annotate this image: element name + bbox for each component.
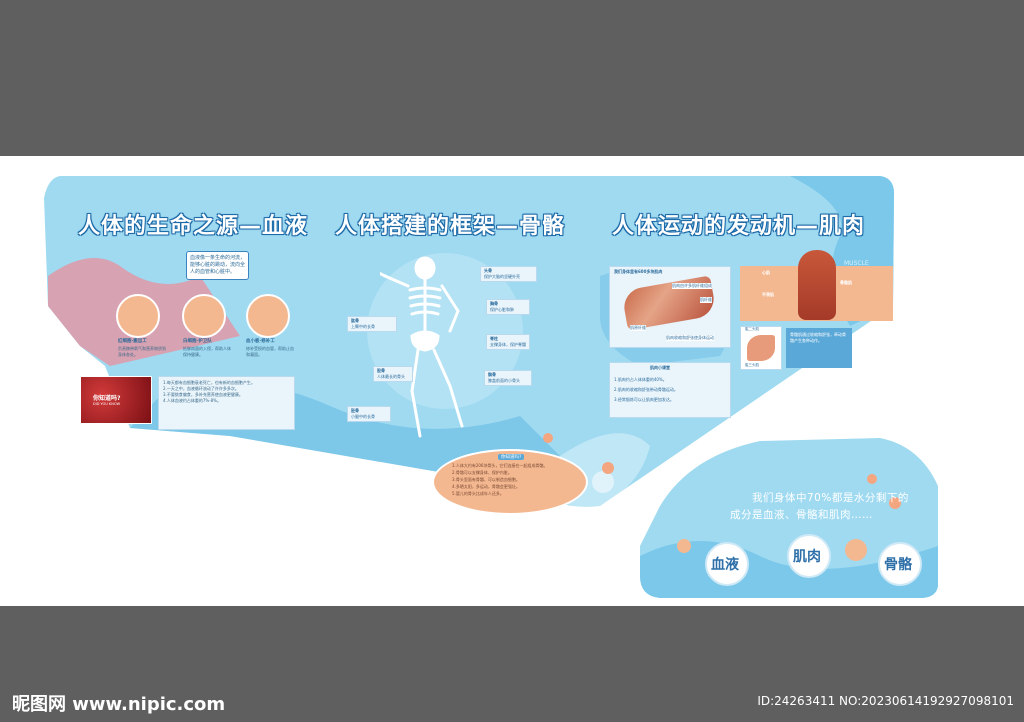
platelet-icon xyxy=(246,294,290,338)
white-cell-desc: 抵御病菌的入侵，帮助人体保持健康。 xyxy=(183,346,231,357)
summary-line-1: 我们身体中70%都是水分剩下的 xyxy=(752,492,909,504)
exhibit-canvas: 人体的生命之源—血液 人体搭建的框架—骨骼 人体运动的发动机—肌肉 血液像一条生… xyxy=(0,156,1024,606)
blood-fact-2: 2.一天之中，血液循环流动了许许多多次。 xyxy=(163,386,239,391)
red-cell-title: 红细胞·搬运工 xyxy=(118,339,147,344)
blood-fact-4: 4.人体血液约占体重的7%-8%。 xyxy=(163,398,221,403)
white-cell-title: 白细胞·护卫队 xyxy=(183,339,212,344)
muscle-diagram-title: 我们身体里有600多块肌肉 xyxy=(614,269,663,274)
muscle-diagram-box: 我们身体里有600多块肌肉 肌肉由许多肌纤维组成 肌纤维 肌原纤维 肌肉收缩和舒… xyxy=(609,266,731,348)
white-cell-icon xyxy=(182,294,226,338)
blood-bubble xyxy=(705,542,749,586)
photo-caption: 你知道吗? xyxy=(93,395,121,402)
photo-sub: DID YOU KNOW xyxy=(93,402,121,406)
bone-oval-fact-5: 5.婴儿的骨头比成年人还多。 xyxy=(452,491,504,496)
bone-bubble xyxy=(878,542,922,586)
bone-oval-fact-1: 1.人体大约有206块骨头，它们连接在一起组成骨骼。 xyxy=(452,463,548,468)
orange-dot-1 xyxy=(677,539,691,553)
blood-fact-1: 1.每天都有血细胞衰老死亡，也有新的血细胞产生。 xyxy=(163,380,255,385)
skeleton-illustration xyxy=(380,256,464,438)
title-blood: 人体的生命之源—血液 xyxy=(78,214,309,239)
title-muscle: 人体运动的发动机—肌肉 xyxy=(612,214,866,239)
platelet-title: 血小板·修补工 xyxy=(246,339,275,344)
summary-line-2: 成分是血液、骨骼和肌肉…… xyxy=(730,509,873,521)
red-cell-desc: 负责携带氧气和营养物质到身体各处。 xyxy=(118,346,166,357)
watermark-site: 昵图网 www.nipic.com xyxy=(12,694,226,715)
red-cell-icon xyxy=(116,294,160,338)
muscle-word: MUSCLE xyxy=(844,260,869,267)
arm-note-box: 骨骼肌通过收缩和舒张，牵动骨骼产生各种动作。 xyxy=(786,328,852,368)
bone-oval-fact-2: 2.骨骼可以支撑身体、保护内脏。 xyxy=(452,470,512,475)
blood-speech-bubble: 血液像一条生命的河流，能够心脏的跳动，流向全人的血管和心脏中。 xyxy=(186,251,249,280)
bone-label-7: 胫骨 小腿中的长骨 xyxy=(347,406,391,422)
arm-muscle-card: 肱二头肌 肱三头肌 xyxy=(740,326,782,370)
bone-oval-fact-4: 4.多晒太阳，多运动，骨骼会更强壮。 xyxy=(452,484,520,489)
arm-muscle-image xyxy=(747,335,775,361)
blood-photo: 你知道吗? DID YOU KNOW xyxy=(80,376,152,424)
bone-label-3: 脊柱 支撑身体，保护脊髓 xyxy=(486,334,530,350)
muscle-body-panel: 心肌 平滑肌 骨骼肌 MUSCLE xyxy=(740,250,893,321)
bone-label-1: 头骨 保护大脑的坚硬外壳 xyxy=(480,266,537,282)
bone-oval-title: 你知道吗? xyxy=(498,454,525,460)
orange-dot-2 xyxy=(845,539,867,561)
muscle-facts-box: 肌肉小课堂 1.肌肉约占人体体重的40%。 2.肌肉的收缩和舒张带动骨骼运动。 … xyxy=(609,362,731,418)
blood-facts-box: 1.每天都有血细胞衰老死亡，也有新的血细胞产生。 2.一天之中，血液循环流动了许… xyxy=(158,376,295,430)
muscle-body-figure xyxy=(798,250,836,320)
bottom-bar xyxy=(0,606,1024,722)
watermark-id: ID:24263411 NO:20230614192927098101 xyxy=(757,694,1014,708)
bone-label-2: 胸骨 保护心脏和肺 xyxy=(486,299,530,315)
title-bone: 人体搭建的框架—骨骼 xyxy=(335,214,566,239)
summary-item-bone: 骨骼 xyxy=(884,557,912,573)
summary-item-blood: 血液 xyxy=(711,557,739,573)
bone-oval-fact-3: 3.骨头里面有骨髓，可以制造血细胞。 xyxy=(452,477,520,482)
summary-item-muscle: 肌肉 xyxy=(793,549,821,565)
bone-label-5: 股骨 人体最长的骨头 xyxy=(373,366,413,382)
blood-fact-3: 3.不要挑食偏食，多补充营养使血液更健康。 xyxy=(163,392,243,397)
bone-facts-oval: 你知道吗? 1.人体大约有206块骨头，它们连接在一起组成骨骼。 2.骨骼可以支… xyxy=(432,449,588,515)
muscle-facts-title: 肌肉小课堂 xyxy=(650,365,670,370)
bone-label-4: 肱骨 上臂中的长骨 xyxy=(347,316,397,332)
bone-label-6: 髌骨 膝盖前面的小骨头 xyxy=(484,370,532,386)
muscle-bubble xyxy=(787,534,831,578)
platelet-desc: 修补受损的血管，帮助止血和凝固。 xyxy=(246,346,294,357)
